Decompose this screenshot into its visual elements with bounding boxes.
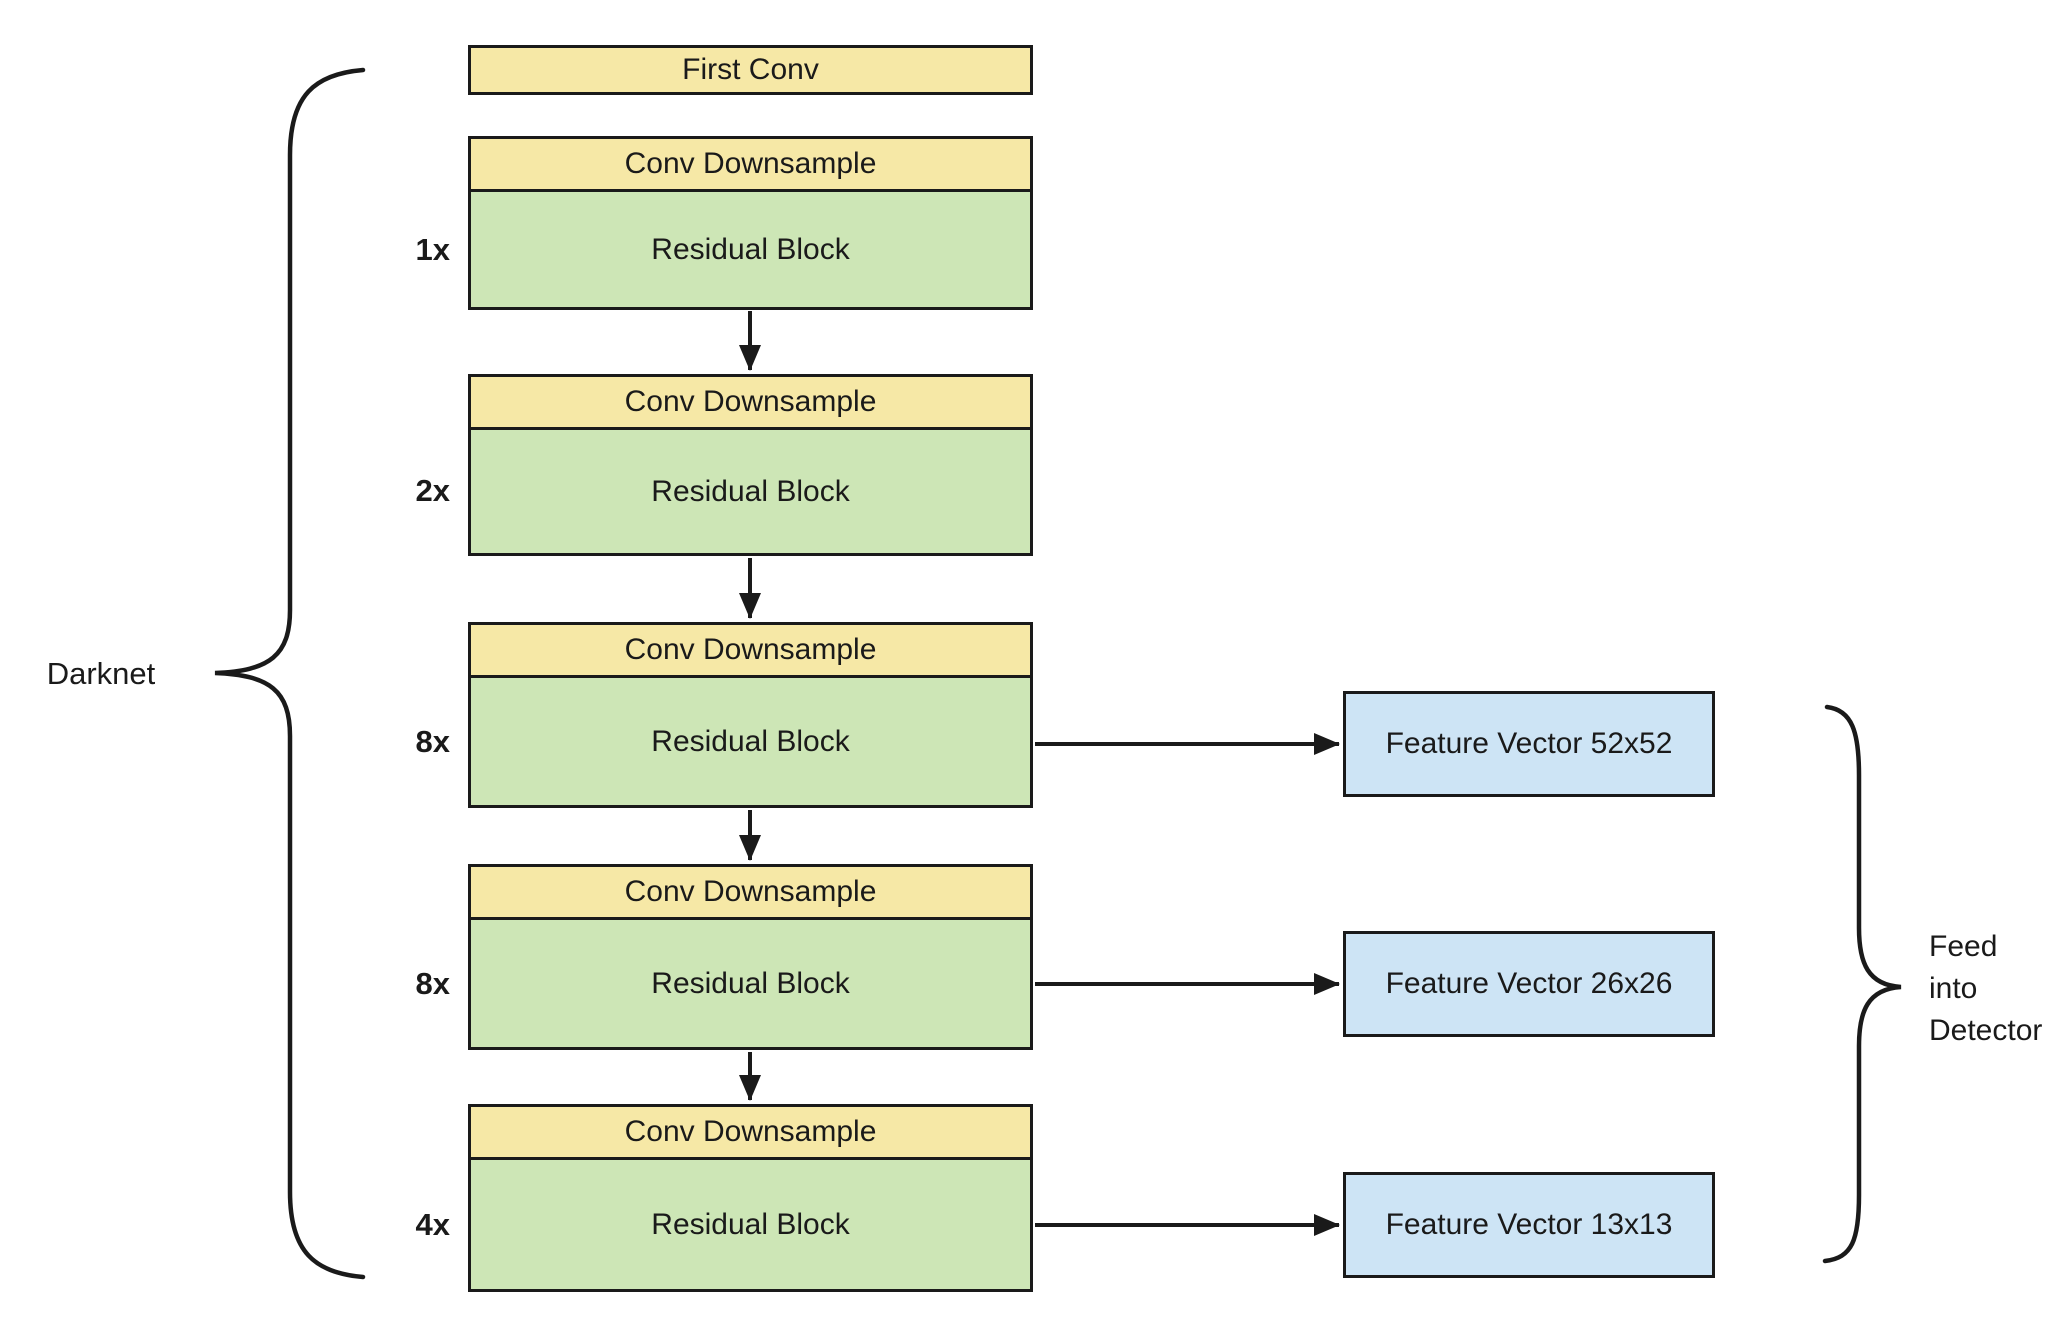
feature-vector-13-box: Feature Vector 13x13	[1343, 1172, 1715, 1278]
stage5-conv-downsample-label: Conv Downsample	[624, 1115, 877, 1148]
stage2-block: Conv Downsample Residual Block	[468, 374, 1033, 556]
stage1-conv-downsample-header: Conv Downsample	[471, 139, 1030, 192]
stage2-residual-block-body: Residual Block	[471, 430, 1030, 553]
stage3-multiplier-label: 8x	[415, 724, 450, 759]
stage1-multiplier-label: 1x	[415, 232, 450, 267]
stage4-residual-block-label: Residual Block	[651, 966, 850, 1000]
stage3-block: Conv Downsample Residual Block	[468, 622, 1033, 808]
stage5-conv-downsample-header: Conv Downsample	[471, 1107, 1030, 1160]
stage1-residual-block-label: Residual Block	[651, 232, 850, 266]
darknet-group-label: Darknet	[46, 656, 156, 691]
stage4-conv-downsample-label: Conv Downsample	[624, 875, 877, 908]
stage3-residual-block-body: Residual Block	[471, 678, 1030, 805]
stage2-residual-block-label: Residual Block	[651, 474, 850, 508]
stage4-conv-downsample-header: Conv Downsample	[471, 867, 1030, 920]
stage5-residual-block-label: Residual Block	[651, 1207, 850, 1241]
stage2-conv-downsample-header: Conv Downsample	[471, 377, 1030, 430]
stage5-block: Conv Downsample Residual Block	[468, 1104, 1033, 1292]
feed-into-detector-label: Feed into Detector	[1929, 930, 2043, 1047]
stage1-conv-downsample-label: Conv Downsample	[624, 147, 877, 180]
stage1-residual-block-body: Residual Block	[471, 192, 1030, 307]
stage2-multiplier-label: 2x	[415, 473, 450, 508]
stage3-conv-downsample-header: Conv Downsample	[471, 625, 1030, 678]
feature-vector-52-label: Feature Vector 52x52	[1385, 727, 1673, 760]
feature-vector-26-box: Feature Vector 26x26	[1343, 931, 1715, 1037]
first-conv-box: First Conv	[468, 45, 1033, 95]
stage4-multiplier-label: 8x	[415, 966, 450, 1001]
feature-vector-13-label: Feature Vector 13x13	[1385, 1208, 1673, 1241]
first-conv-label: First Conv	[682, 53, 819, 86]
stage3-residual-block-label: Residual Block	[651, 724, 850, 758]
stage5-multiplier-label: 4x	[415, 1207, 450, 1242]
stage4-block: Conv Downsample Residual Block	[468, 864, 1033, 1050]
stage1-block: Conv Downsample Residual Block	[468, 136, 1033, 310]
stage2-conv-downsample-label: Conv Downsample	[624, 385, 877, 418]
stage5-residual-block-body: Residual Block	[471, 1160, 1030, 1289]
feed-into-detector-brace	[1822, 704, 1902, 1264]
stage4-residual-block-body: Residual Block	[471, 920, 1030, 1047]
feature-vector-52-box: Feature Vector 52x52	[1343, 691, 1715, 797]
stage3-conv-downsample-label: Conv Downsample	[624, 633, 877, 666]
feature-vector-26-label: Feature Vector 26x26	[1385, 967, 1673, 1000]
